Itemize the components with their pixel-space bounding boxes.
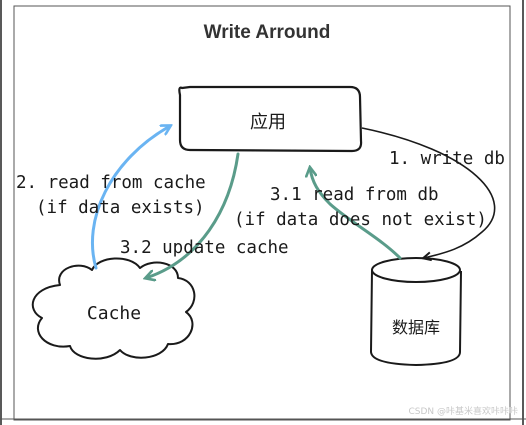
read-db-label-line1: 3.1 read from db — [270, 185, 439, 205]
read-cache-label-line1: 2. read from cache — [16, 173, 206, 193]
diagram-frame — [13, 5, 511, 421]
diagram-title: Write Arround — [204, 22, 331, 43]
read-cache-arrow — [91, 126, 170, 270]
cache-cloud — [31, 257, 196, 360]
app-label: 应用 — [250, 112, 286, 133]
watermark: CSDN @咔基米喜欢咔咔咔 — [408, 405, 518, 417]
read-db-label-line2: (if data does not exist) — [234, 210, 487, 230]
db-label: 数据库 — [392, 318, 440, 337]
update-cache-label: 3.2 update cache — [120, 238, 289, 258]
db-top — [371, 257, 461, 283]
read-db-arrow — [310, 168, 402, 260]
db-node: 数据库 — [369, 257, 462, 367]
read-cache-label-line2: (if data exists) — [36, 198, 205, 218]
db-body — [369, 269, 462, 367]
write-db-label: 1. write db — [389, 149, 505, 169]
cache-node: Cache — [31, 257, 196, 360]
app-node: 应用 — [178, 85, 363, 153]
cache-label: Cache — [87, 303, 141, 324]
write-db-arrow — [361, 127, 496, 258]
app-box — [178, 85, 363, 153]
update-cache-arrow — [146, 152, 240, 278]
